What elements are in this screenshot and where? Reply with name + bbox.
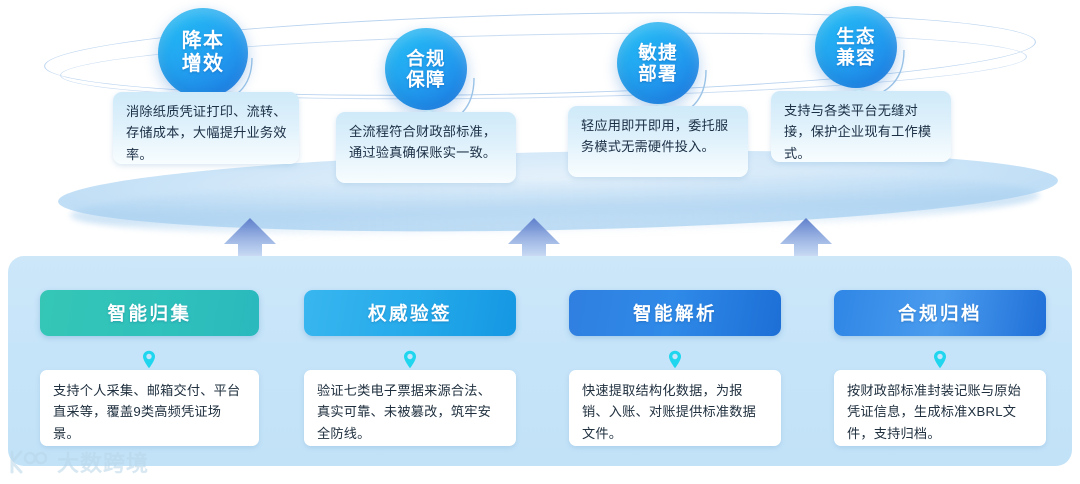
process-step-3-title[interactable]: 智能解析 (569, 290, 781, 336)
benefit-description-1: 消除纸质凭证打印、流转、存储成本，大幅提升业务效率。 (113, 92, 299, 164)
process-step-4-description: 按财政部标准封装记账与原始凭证信息，生成标准XBRL文件，支持归档。 (834, 370, 1046, 446)
flow-arrow-3 (780, 218, 832, 282)
benefit-bubble-3-line1: 敏捷 (638, 41, 678, 63)
benefits-zone: 降本 增效 消除纸质凭证打印、流转、存储成本，大幅提升业务效率。 合规 保障 全… (43, 1, 1059, 245)
brand-logo-icon (10, 450, 48, 474)
process-step-2-description: 验证七类电子票据来源合法、真实可靠、未被篡改，筑牢安全防线。 (304, 370, 516, 446)
benefit-bubble-1-line2: 增效 (181, 53, 225, 75)
map-pin-icon (143, 350, 155, 369)
benefit-bubble-3-line2: 部署 (638, 63, 678, 84)
benefit-bubble-2-line1: 合规 (406, 47, 446, 69)
benefit-bubble-3[interactable]: 敏捷 部署 (617, 22, 699, 104)
process-step-2: 权威验签 验证七类电子票据来源合法、真实可靠、未被篡改，筑牢安全防线。 (304, 256, 516, 466)
map-pin-icon (669, 350, 681, 369)
benefit-description-4: 支持与各类平台无缝对接，保护企业现有工作模式。 (771, 91, 951, 162)
benefit-bubble-1[interactable]: 降本 增效 (158, 8, 248, 98)
benefit-bubble-1-line1: 降本 (181, 29, 225, 52)
benefit-description-2: 全流程符合财政部标准，通过验真确保账实一致。 (336, 112, 516, 183)
benefit-bubble-2[interactable]: 合规 保障 (385, 28, 467, 110)
process-step-1-description: 支持个人采集、邮箱交付、平台直采等，覆盖9类高频凭证场景。 (40, 370, 259, 446)
process-step-1-title[interactable]: 智能归集 (40, 290, 259, 336)
process-step-1: 智能归集 支持个人采集、邮箱交付、平台直采等，覆盖9类高频凭证场景。 (40, 256, 259, 466)
process-panel: 智能归集 支持个人采集、邮箱交付、平台直采等，覆盖9类高频凭证场景。 权威验签 … (8, 256, 1072, 466)
flow-arrow-1 (224, 218, 276, 282)
map-pin-icon (934, 350, 946, 369)
benefit-bubble-4[interactable]: 生态 兼容 (815, 6, 897, 88)
benefit-bubble-2-line2: 保障 (406, 69, 446, 90)
benefit-bubble-4-line1: 生态 (836, 25, 876, 47)
process-step-2-title[interactable]: 权威验签 (304, 290, 516, 336)
watermark-label: 大数跨境 (57, 451, 150, 476)
map-pin-icon (404, 350, 416, 369)
watermark: 大数跨境 (6, 446, 149, 478)
process-step-3: 智能解析 快速提取结构化数据，为报销、入账、对账提供标准数据文件。 (569, 256, 781, 466)
process-step-4-title[interactable]: 合规归档 (834, 290, 1046, 336)
benefit-bubble-4-line2: 兼容 (836, 47, 876, 68)
process-step-3-description: 快速提取结构化数据，为报销、入账、对账提供标准数据文件。 (569, 370, 781, 446)
process-step-4: 合规归档 按财政部标准封装记账与原始凭证信息，生成标准XBRL文件，支持归档。 (834, 256, 1046, 466)
benefit-description-3: 轻应用即开即用，委托服务模式无需硬件投入。 (568, 106, 748, 177)
flow-arrow-2 (508, 218, 560, 282)
